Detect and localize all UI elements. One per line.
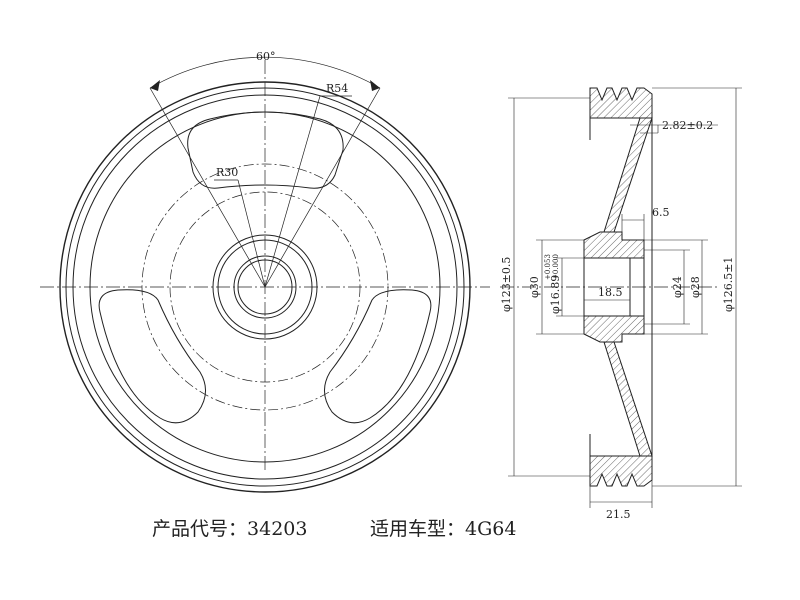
product-code-value: 34203 [247,518,308,540]
step-label: 6.5 [652,206,670,219]
angle-arrow-right [370,80,380,91]
bore-tol-lower: +0.000 [552,254,560,280]
product-code-caption: 产品代号：34203 [152,514,307,541]
web-upper [603,117,653,233]
bore-dia-label: φ16.89 [549,275,562,314]
front-view [40,56,490,493]
r30-leader [237,179,266,288]
hub-bore-outline [583,257,645,317]
top-rim-grooves [589,87,653,119]
vehicle-value: 4G64 [465,518,517,540]
vehicle-caption: 适用车型：4G64 [370,514,516,541]
vehicle-label: 适用车型： [370,518,466,540]
window-right [324,289,432,424]
groove-label: 2.82±0.2 [662,119,713,132]
product-code-label: 产品代号： [152,518,248,540]
dia-24-label: φ24 [671,276,684,298]
web-lower [603,341,653,457]
dia-28-label: φ28 [689,276,702,298]
r54-leader [264,95,321,288]
r54-label: R54 [326,82,348,95]
bore-tol-upper: +0.053 [544,254,552,280]
angle-arc [149,56,381,89]
window-top [187,111,344,189]
hub-section-upper [583,231,645,259]
dia-126-label: φ126.5±1 [722,257,735,312]
bottom-rim-grooves [589,455,653,487]
angle-leader-right [264,87,381,288]
dia-123-label: φ123±0.5 [500,257,513,312]
r30-label: R30 [216,166,238,179]
hub-section-lower [583,315,645,343]
window-left [98,289,206,424]
hub-outer-label: φ30 [528,276,541,298]
angle-label: 60° [256,50,276,63]
angle-leader-left [149,87,266,288]
bore-length-label: 18.5 [598,286,623,299]
section-view [500,87,742,508]
width-label: 21.5 [606,508,631,521]
angle-arrow-left [150,80,160,91]
